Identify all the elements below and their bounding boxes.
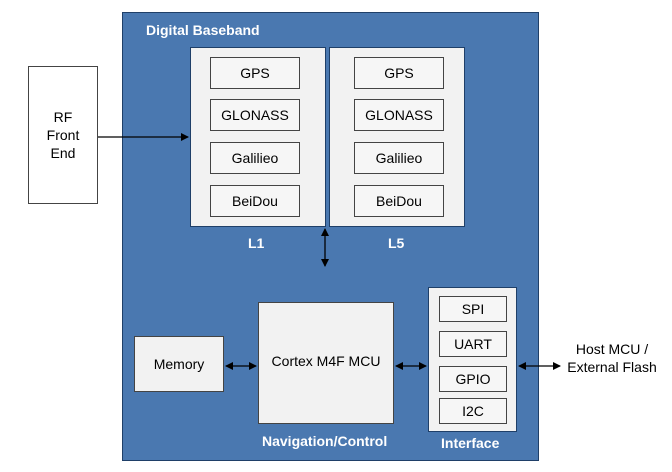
interface-i2c: I2C xyxy=(439,398,507,424)
l1-gps: GPS xyxy=(210,57,300,89)
l5-beidou: BeiDou xyxy=(354,185,444,217)
ext-line-2: External Flash xyxy=(567,359,657,375)
l5-label: L5 xyxy=(388,235,405,251)
interface-gpio: GPIO xyxy=(439,366,507,392)
rf-front-end-block: RF Front End xyxy=(28,66,98,204)
interface-uart: UART xyxy=(439,331,507,357)
navigation-control-label: Navigation/Control xyxy=(262,433,388,449)
ext-line-1: Host MCU / xyxy=(575,341,649,357)
rf-line-1: RF xyxy=(53,109,73,125)
l1-beidou: BeiDou xyxy=(210,185,300,217)
rf-line-3: End xyxy=(50,145,76,161)
l5-galilieo: Galilieo xyxy=(354,142,444,174)
rf-line-2: Front xyxy=(46,127,80,143)
host-mcu-external-flash-label: Host MCU / External Flash xyxy=(556,340,668,376)
l5-glonass: GLONASS xyxy=(354,99,444,131)
digital-baseband-title: Digital Baseband xyxy=(146,22,260,38)
l1-glonass: GLONASS xyxy=(210,99,300,131)
interface-label: Interface xyxy=(441,435,500,451)
l5-gps: GPS xyxy=(354,57,444,89)
interface-spi: SPI xyxy=(439,296,507,322)
memory-block: Memory xyxy=(134,336,224,392)
l1-label: L1 xyxy=(248,235,265,251)
mcu-block: Cortex M4F MCU xyxy=(258,302,394,424)
l1-galilieo: Galilieo xyxy=(210,142,300,174)
